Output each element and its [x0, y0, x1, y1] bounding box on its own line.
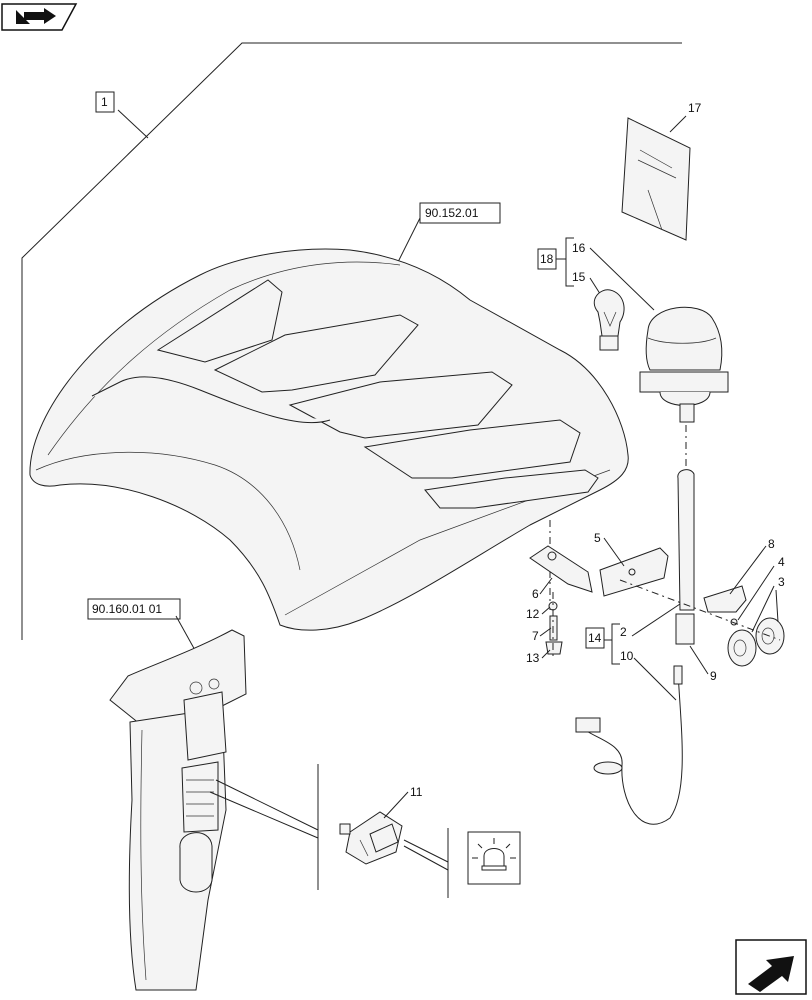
rotating-beacon-icon[interactable]: [467, 831, 521, 885]
cab-roof-panel: [29, 248, 629, 631]
next-page-arrow-icon[interactable]: [735, 939, 807, 995]
callout-3: 3: [778, 575, 785, 589]
callout-2: 2: [620, 625, 627, 639]
callout-9: 9: [710, 669, 717, 683]
callout-12: 12: [526, 607, 540, 621]
mounting-bracket-right[interactable]: [599, 547, 669, 597]
beacon-mast[interactable]: [675, 469, 695, 645]
bolt-stack[interactable]: [545, 601, 563, 655]
cab-pillar-console: [109, 629, 247, 991]
callout-10: 10: [620, 649, 634, 663]
callout-16: 16: [572, 241, 586, 255]
ref-label-kit-14: 14: [588, 631, 602, 645]
ref-box-1[interactable]: 1: [95, 91, 115, 113]
ref-box-kit-14[interactable]: 14: [585, 627, 605, 649]
callout-8: 8: [768, 537, 775, 551]
ref-label-cab-roof: 90.152.01: [425, 206, 479, 220]
callout-6: 6: [532, 587, 539, 601]
instruction-leaflet[interactable]: [621, 115, 691, 241]
wiring-harness[interactable]: [575, 665, 683, 825]
assembly-bracket-line: [21, 42, 682, 640]
ref-label-cab-pillar: 90.160.01 01: [92, 602, 162, 616]
book-arrow-icon[interactable]: [1, 3, 78, 31]
callout-11: 11: [410, 785, 423, 799]
ref-box-cab-pillar[interactable]: 90.160.01 01: [87, 598, 197, 653]
ref-box-kit-18[interactable]: 18: [537, 248, 557, 270]
mounting-bracket-left[interactable]: [529, 545, 593, 593]
callout-5: 5: [594, 531, 601, 545]
callout-4: 4: [778, 555, 785, 569]
callout-7: 7: [532, 629, 539, 643]
knob-nut-a[interactable]: [727, 629, 757, 667]
knob-nut-b[interactable]: [755, 617, 785, 655]
ref-label-kit-18: 18: [540, 252, 554, 266]
callout-17: 17: [688, 101, 702, 115]
rotating-beacon[interactable]: [639, 306, 729, 423]
bulb[interactable]: [593, 289, 625, 351]
bracket-plate-8[interactable]: [703, 585, 747, 613]
ref-box-cab-roof[interactable]: 90.152.01: [397, 202, 501, 263]
switch-leader-lines: [209, 764, 449, 898]
rocker-switch[interactable]: [339, 811, 403, 865]
callout-15: 15: [572, 270, 586, 284]
ref-label-1: 1: [101, 95, 108, 109]
callout-13: 13: [526, 651, 540, 665]
